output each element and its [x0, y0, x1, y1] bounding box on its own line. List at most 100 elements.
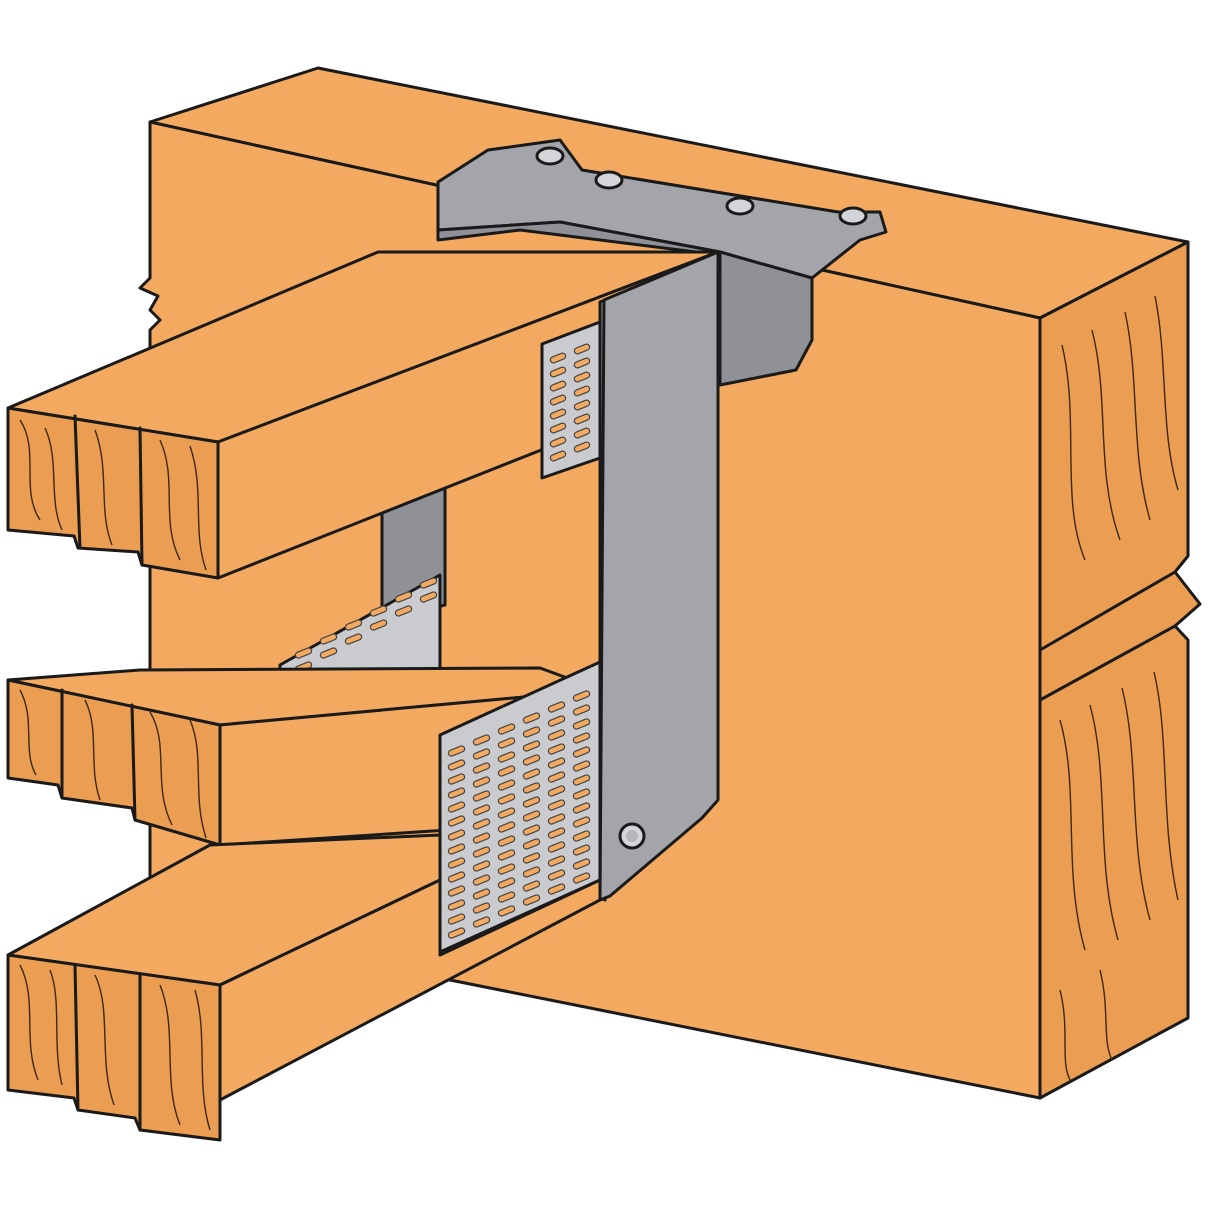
nail-slot	[522, 782, 541, 794]
nail-slot	[497, 835, 516, 847]
nail-slot	[497, 821, 516, 833]
nail-slot	[572, 872, 591, 884]
nail-slot	[294, 647, 313, 659]
nail-slot	[369, 605, 388, 617]
bottom-joist	[6, 833, 602, 1142]
nail-slot	[572, 816, 591, 828]
nail-slot	[522, 768, 541, 780]
nail-slot	[573, 343, 591, 355]
nail-slot	[549, 436, 567, 448]
nail-slot	[547, 855, 566, 867]
nail-slot	[447, 843, 466, 855]
nail-slot	[547, 869, 566, 881]
nail-slot	[573, 371, 591, 383]
nail-slot	[497, 877, 516, 889]
nail-slot	[572, 746, 591, 758]
nail-slot	[573, 427, 591, 439]
nail-slot	[447, 857, 466, 869]
nail-slot	[549, 380, 567, 392]
bottom-joist-grain	[19, 964, 211, 1131]
nail-slot	[472, 860, 491, 872]
nail-slot	[394, 605, 413, 617]
nail-slot	[472, 762, 491, 774]
nail-slot	[344, 619, 363, 631]
nail-slot	[447, 927, 466, 939]
nail-slot	[547, 785, 566, 797]
nail-slot	[447, 801, 466, 813]
nail-slot	[497, 765, 516, 777]
nail-slot	[522, 824, 541, 836]
nail-slot	[572, 732, 591, 744]
nail-head-icon	[838, 206, 868, 226]
nail-slot	[572, 774, 591, 786]
nail-slot	[497, 751, 516, 763]
nail-slot	[522, 852, 541, 864]
nail-slot	[497, 793, 516, 805]
nail-slot	[369, 619, 388, 631]
nail-slot	[497, 891, 516, 903]
nail-slot	[522, 880, 541, 892]
nail-head-icon	[594, 170, 624, 190]
hanger-nail-heads	[535, 146, 868, 226]
nail-slot	[447, 815, 466, 827]
nail-slot	[547, 883, 566, 895]
nail-slot	[572, 858, 591, 870]
nail-head-icon	[725, 196, 755, 216]
nail-slot	[522, 754, 541, 766]
nail-slot	[419, 577, 438, 589]
nail-slot	[497, 737, 516, 749]
nail-slot	[549, 394, 567, 406]
nail-slot	[549, 408, 567, 420]
hanger-front-strap-face	[598, 250, 720, 902]
nail-slot	[573, 441, 591, 453]
nail-slot	[572, 830, 591, 842]
nail-slot	[447, 885, 466, 897]
lower-nail-plate	[438, 660, 602, 954]
nail-slot	[447, 773, 466, 785]
nail-slot	[472, 832, 491, 844]
nail-slot	[419, 591, 438, 603]
nail-slot	[572, 704, 591, 716]
nail-slot	[472, 888, 491, 900]
nail-slot	[497, 807, 516, 819]
nail-slot	[572, 802, 591, 814]
nail-slot	[572, 718, 591, 730]
nail-slot	[319, 647, 338, 659]
nail-slot	[447, 899, 466, 911]
nail-slot	[573, 385, 591, 397]
middle-joist-grain	[19, 689, 207, 839]
nail-slot	[497, 905, 516, 917]
nail-slot	[447, 913, 466, 925]
nail-slot	[573, 399, 591, 411]
nail-slot	[394, 591, 413, 603]
nail-slot	[547, 771, 566, 783]
nail-slot	[549, 366, 567, 378]
nail-slot	[547, 813, 566, 825]
nail-slot	[547, 729, 566, 741]
nail-slot	[472, 902, 491, 914]
nail-slot	[547, 841, 566, 853]
nail-slot	[319, 633, 338, 645]
nail-slot	[549, 422, 567, 434]
nail-slot	[547, 701, 566, 713]
upper-nail-plate	[540, 320, 602, 480]
nail-slot	[472, 846, 491, 858]
nail-slot	[447, 759, 466, 771]
nail-slot	[549, 450, 567, 462]
nail-slot	[472, 776, 491, 788]
top-joist-grain	[19, 419, 207, 571]
nail-slot	[549, 352, 567, 364]
nail-slot	[522, 866, 541, 878]
strap-bolt-inner	[626, 830, 638, 842]
nail-slot	[447, 871, 466, 883]
nail-slot	[522, 810, 541, 822]
nail-slot	[472, 734, 491, 746]
nail-slot	[344, 633, 363, 645]
main-beam-grain-lines	[1059, 295, 1179, 1081]
nail-slot	[472, 916, 491, 928]
nail-slot	[522, 726, 541, 738]
nail-slot	[547, 827, 566, 839]
nail-slot	[522, 894, 541, 906]
hanger-top-flange	[436, 138, 888, 387]
nail-slot	[497, 723, 516, 735]
